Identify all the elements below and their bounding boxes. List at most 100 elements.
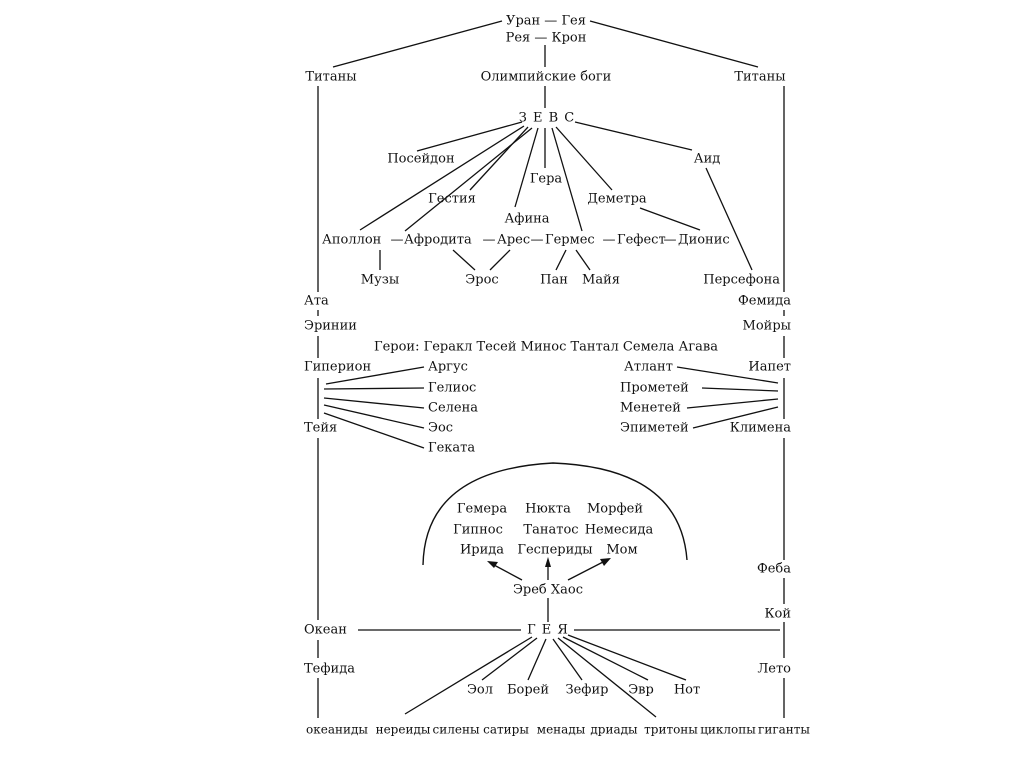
edge-geya-nereidy: [404, 636, 533, 715]
edge-ereb-mom: [567, 561, 604, 581]
node-muzy: Музы: [361, 273, 399, 288]
chaos-arc: [422, 462, 688, 566]
node-morfey: Морфей: [587, 502, 643, 517]
edge-klimena-menetey: [686, 398, 779, 409]
node-zevs: З Е В С: [519, 111, 576, 126]
node-teyya: Тейя: [304, 421, 337, 436]
labels: Уран — Гея Рея — Крон Титаны Олимпийские…: [304, 14, 810, 737]
node-poseidon: Посейдон: [387, 152, 454, 167]
node-gesperidy: Геспериды: [517, 543, 592, 558]
node-titany-right: Титаны: [734, 70, 785, 85]
arrow-to-irida: [487, 561, 498, 568]
edge-zevs-poseidon: [416, 121, 523, 152]
node-gestiya: Гестия: [428, 192, 476, 207]
node-nyukta: Нюкта: [525, 502, 571, 517]
node-leto: Лето: [757, 662, 791, 677]
node-gelios: Гелиос: [428, 381, 476, 396]
node-pan: Пан: [540, 273, 568, 288]
edge-zevs-apollon: [359, 125, 525, 231]
node-epimetey: Эпиметей: [620, 421, 689, 436]
node-geya: Г Е Я: [527, 623, 569, 638]
node-mom: Мом: [606, 543, 637, 558]
node-tanatos: Танатос: [523, 523, 578, 538]
edge-zevs-demetra: [555, 126, 613, 191]
edge-geya-zefir: [552, 638, 583, 681]
edge-teyya-selena: [323, 397, 425, 409]
node-ares: Арес: [497, 233, 530, 248]
node-titany-left: Титаны: [305, 70, 356, 85]
node-eol: Эол: [467, 683, 493, 698]
node-demetra: Деметра: [587, 192, 647, 207]
node-gemera: Гемера: [457, 502, 507, 517]
node-menady: менады: [537, 723, 586, 737]
node-dash-4: —: [603, 233, 616, 248]
node-apollon: Аполлон: [322, 233, 381, 248]
edge-uran-titany-right: [589, 20, 759, 68]
node-dash-3: —: [531, 233, 544, 248]
edge-demetra-dionis: [639, 207, 701, 231]
node-erinii: Эринии: [304, 319, 357, 334]
node-persefona: Персефона: [703, 273, 780, 288]
node-heroes: Герои: Геракл Тесей Минос Тантал Семела …: [374, 340, 718, 355]
edge-teyya-eos: [323, 404, 425, 429]
node-klimena: Климена: [730, 421, 791, 436]
edge-geya-not: [567, 634, 687, 681]
edge-klimena-prometey: [701, 387, 779, 392]
node-uran-geya: Уран — Гея: [506, 14, 586, 29]
edge-ereb-irida: [493, 564, 523, 581]
edge-afrodita-eros: [452, 249, 476, 271]
node-iapet: Иапет: [748, 360, 791, 375]
node-dash-2: —: [483, 233, 496, 248]
node-koy: Кой: [764, 607, 791, 622]
node-ata: Ата: [304, 294, 329, 309]
edge-zevs-afina: [514, 127, 539, 208]
node-menetey: Менетей: [620, 401, 681, 416]
node-dash-5: —: [664, 233, 677, 248]
node-dash-1: —: [391, 233, 404, 248]
node-eos: Эос: [428, 421, 453, 436]
arrow-to-mom: [600, 558, 611, 566]
node-atlant: Атлант: [624, 360, 673, 375]
node-moyry: Мойры: [743, 319, 791, 334]
edge-germes-mayya: [575, 249, 591, 271]
edge-geya-borey: [527, 638, 547, 681]
edge-geya-eol: [481, 637, 538, 681]
node-satiry: сатиры: [483, 723, 529, 737]
edge-zevs-aid: [574, 121, 693, 151]
node-gera: Гера: [530, 172, 563, 187]
node-prometey: Прометей: [620, 381, 689, 396]
node-argus: Аргус: [428, 360, 468, 375]
node-gipnos: Гипнос: [453, 523, 503, 538]
node-gefest: Гефест: [617, 233, 666, 248]
node-evr: Эвр: [628, 683, 654, 698]
edge-ares-eros: [489, 249, 511, 271]
node-aid: Аид: [694, 152, 721, 167]
node-borey: Борей: [507, 683, 549, 698]
node-tefida: Тефида: [304, 662, 355, 677]
node-tsiklopy: циклопы: [700, 723, 756, 737]
node-selena: Селена: [428, 401, 478, 416]
node-sileny: силены: [433, 723, 480, 737]
node-ereb-haos: Эреб Хаос: [513, 583, 583, 598]
node-afrodita: Афродита: [404, 233, 472, 248]
node-okean: Океан: [304, 623, 347, 638]
edge-aid-persefona: [705, 167, 753, 271]
node-driady: дриады: [590, 723, 638, 737]
edge-zevs-germes: [551, 127, 583, 232]
node-gekata: Геката: [428, 441, 475, 456]
node-nereidy: нереиды: [376, 723, 431, 737]
edge-uran-titany-left: [332, 20, 503, 68]
node-irida: Ирида: [460, 543, 504, 558]
node-zefir: Зефир: [566, 683, 609, 698]
node-afina: Афина: [504, 212, 549, 227]
edge-zevs-afrodita: [404, 127, 533, 232]
node-germes: Гермес: [545, 233, 595, 248]
connectors: [317, 20, 785, 718]
node-nemesida: Немесида: [585, 523, 654, 538]
edge-germes-pan: [555, 249, 567, 271]
edge-teyya-gelios: [323, 387, 425, 390]
node-giganty: гиганты: [758, 723, 810, 737]
node-olympic-gods: Олимпийские боги: [481, 70, 612, 85]
node-okeanidy: океаниды: [306, 723, 368, 737]
